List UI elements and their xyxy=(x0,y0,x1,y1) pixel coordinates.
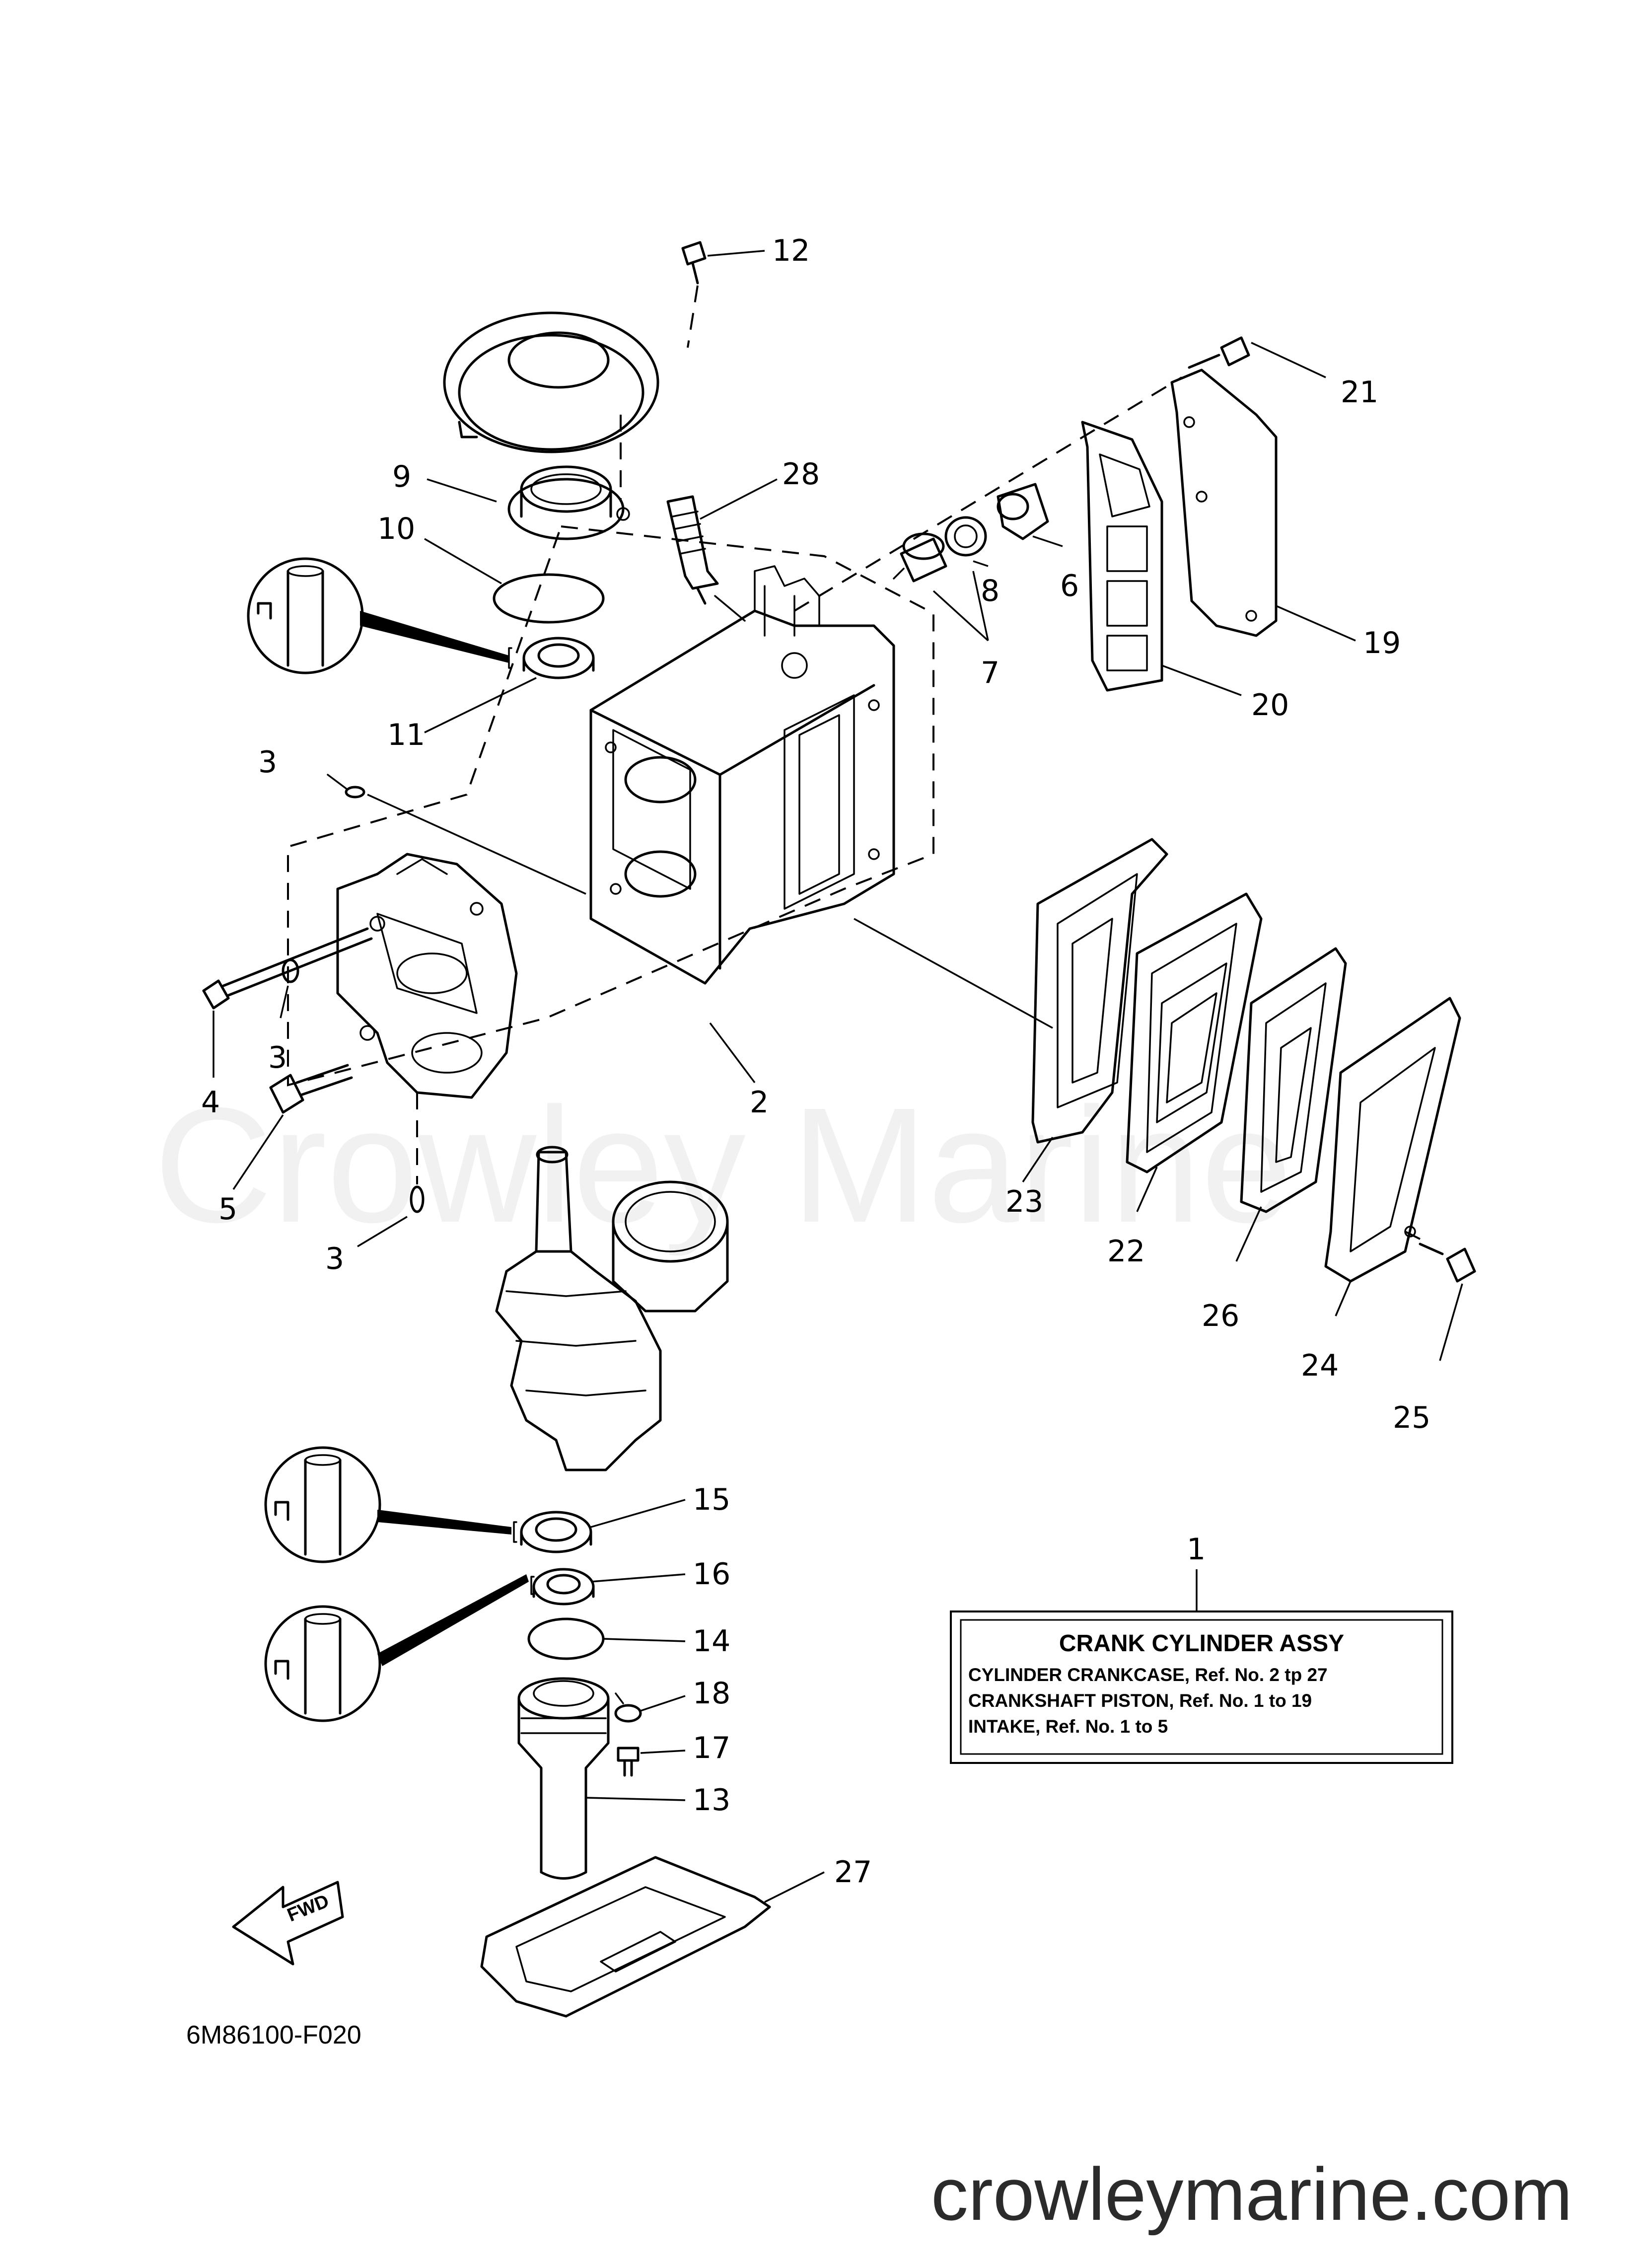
part-label-8: 8 xyxy=(981,574,999,608)
part-label-3-middle: 3 xyxy=(268,1040,287,1075)
part-7-leader xyxy=(932,571,989,642)
part-8-leader xyxy=(973,560,989,567)
part-2-leader xyxy=(709,1022,756,1084)
part-label-25: 25 xyxy=(1393,1400,1430,1435)
part-26-gasket xyxy=(1235,947,1347,1262)
part-label-4: 4 xyxy=(201,1085,220,1120)
part-label-14: 14 xyxy=(693,1624,730,1659)
piston xyxy=(612,1180,729,1313)
part-6-leader xyxy=(1032,535,1063,547)
part-label-1: 1 xyxy=(1187,1532,1206,1567)
part-10-o-ring xyxy=(424,538,605,624)
part-19-cover xyxy=(1170,368,1356,642)
part-23-gasket xyxy=(1022,838,1168,1182)
part-label-3-top: 3 xyxy=(258,745,277,780)
part-label-13: 13 xyxy=(693,1783,730,1818)
part-label-6: 6 xyxy=(1060,569,1079,603)
part-3-dowel-bottom xyxy=(357,1093,425,1247)
assembly-box-title: CRANK CYLINDER ASSY xyxy=(1059,1630,1344,1657)
part-label-5: 5 xyxy=(218,1192,237,1227)
assembly-box-line-3: INTAKE, Ref. No. 1 to 5 xyxy=(968,1716,1168,1737)
part-label-17: 17 xyxy=(693,1731,730,1765)
part-label-27: 27 xyxy=(834,1855,872,1890)
assembly-box-line-1: CYLINDER CRANKCASE, Ref. No. 2 tp 27 xyxy=(968,1665,1328,1685)
part-label-21: 21 xyxy=(1341,375,1378,410)
alignment-line-cover xyxy=(793,376,1183,612)
part-24-plate xyxy=(1324,997,1461,1317)
part-22-reed-valve xyxy=(1126,892,1263,1212)
top-plate xyxy=(443,311,659,502)
part-17-screw xyxy=(617,1747,686,1777)
part-label-19: 19 xyxy=(1363,626,1401,660)
part-20-gasket xyxy=(1081,421,1242,696)
part-4-bolt xyxy=(202,927,373,1078)
part-label-12: 12 xyxy=(772,233,810,268)
grease-detail-bottom xyxy=(264,1574,529,1722)
part-14-o-ring xyxy=(527,1617,686,1660)
diagram-code: 6M86100-F020 xyxy=(186,2021,361,2049)
part-27-gasket xyxy=(480,1856,825,2018)
grease-detail-middle xyxy=(264,1446,511,1563)
part-28-spark-plug xyxy=(666,478,778,622)
grease-detail-top xyxy=(247,557,509,674)
assembly-box-line-2: CRANKSHAFT PISTON, Ref. No. 1 to 19 xyxy=(968,1690,1312,1711)
part-label-15: 15 xyxy=(693,1482,730,1517)
part-label-10: 10 xyxy=(377,512,415,546)
watermark-text: Crowley Marine xyxy=(154,1073,1292,1257)
crankcase-assembly-outline xyxy=(287,525,934,1087)
part-12-screw xyxy=(681,241,765,348)
part-label-28: 28 xyxy=(782,457,820,492)
part-11-oil-seal xyxy=(424,637,595,733)
part-label-26: 26 xyxy=(1202,1299,1239,1333)
part-5-bolt xyxy=(232,1064,353,1190)
part-label-3-bottom: 3 xyxy=(325,1242,344,1276)
part-label-20: 20 xyxy=(1251,688,1289,723)
part-label-2: 2 xyxy=(750,1085,769,1120)
crankcase xyxy=(336,853,518,1099)
fwd-arrow-icon: FWD xyxy=(232,1881,344,1966)
part-label-7: 7 xyxy=(981,656,999,690)
part-13-sleeve xyxy=(517,1677,686,1880)
part-6-thermostat-cover xyxy=(997,483,1049,540)
part-label-18: 18 xyxy=(693,1676,730,1711)
part-25-bolt xyxy=(1405,1231,1476,1361)
part-label-11: 11 xyxy=(387,718,425,752)
part-21-bolt xyxy=(1188,336,1326,378)
cylinder-block xyxy=(589,565,1053,1029)
part-label-16: 16 xyxy=(693,1557,730,1592)
part-3-dowel-top xyxy=(327,774,586,895)
assembly-box: CRANK CYLINDER ASSY CYLINDER CRANKCASE, … xyxy=(950,1610,1453,1764)
part-9-seal-housing xyxy=(427,465,630,540)
part-16-oil-seal xyxy=(530,1568,686,1606)
part-8-thermostat xyxy=(893,516,987,583)
part-18-washer xyxy=(614,1692,686,1723)
part-label-9: 9 xyxy=(392,459,411,494)
crankshaft xyxy=(495,1146,662,1471)
footer-url: crowleymarine.com xyxy=(931,2152,1572,2236)
part-label-22: 22 xyxy=(1107,1234,1145,1269)
part-label-24: 24 xyxy=(1301,1348,1339,1383)
part-15-oil-seal xyxy=(513,1499,686,1553)
part-label-23: 23 xyxy=(1005,1184,1043,1219)
